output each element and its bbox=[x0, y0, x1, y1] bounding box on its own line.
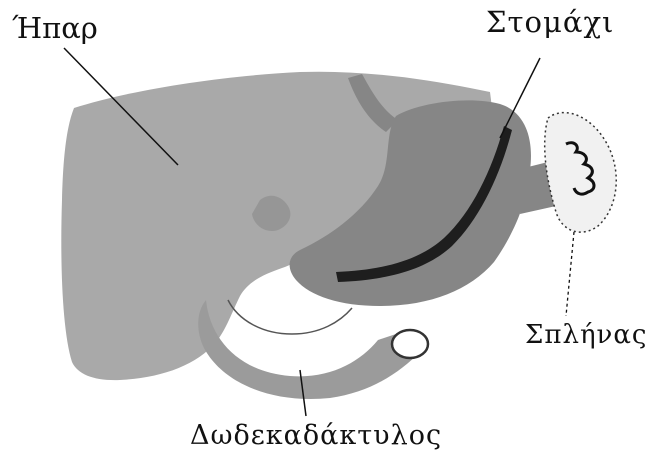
duodenum-inner bbox=[228, 300, 352, 334]
spleen-shape bbox=[545, 113, 617, 233]
duodenum-label: Δωδεκαδάκτυλος bbox=[190, 422, 442, 449]
spleen-leader-line bbox=[566, 232, 574, 316]
spleen-label: Σπλήνας bbox=[525, 322, 647, 348]
liver-label: Ήπαρ bbox=[12, 14, 98, 43]
duodenum-shape bbox=[198, 300, 420, 399]
stomach-label: Στομάχι bbox=[486, 8, 614, 37]
duodenum-cut-end bbox=[392, 330, 428, 358]
